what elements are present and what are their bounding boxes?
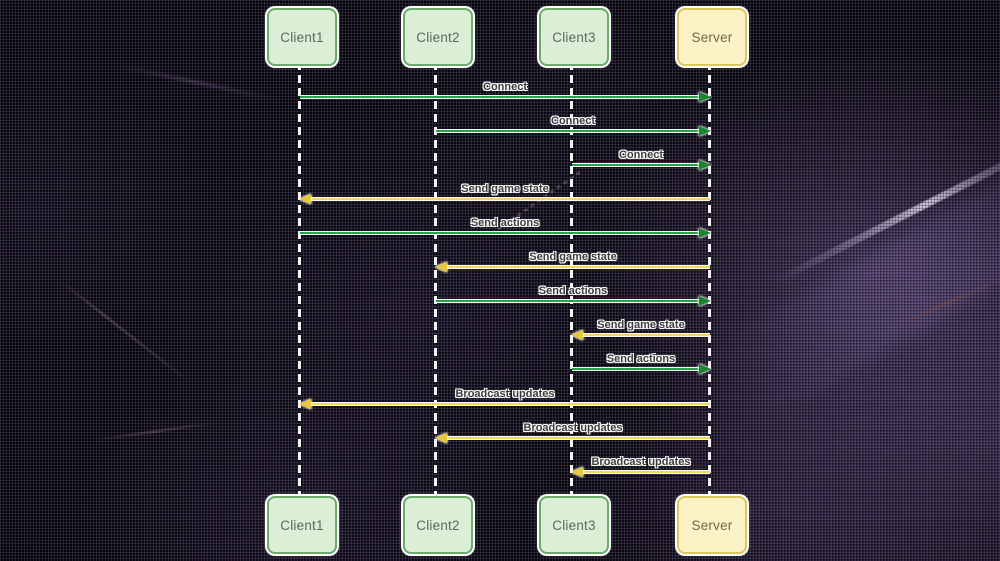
actor-box-server-bottom: Server	[677, 496, 747, 554]
arrow-head-right-icon	[699, 160, 711, 170]
message-send-actions-client1-server: Send actions	[300, 215, 711, 238]
arrow-head-left-icon	[571, 467, 583, 477]
message-send-actions-client3-server: Send actions	[572, 351, 711, 374]
actor-label: Client3	[552, 517, 596, 533]
arrow-head-right-icon	[699, 126, 711, 136]
actor-label: Server	[691, 517, 733, 533]
message-label: Send actions	[538, 285, 608, 297]
arrow-head-right-icon	[699, 228, 711, 238]
arrow-line	[445, 436, 710, 440]
actor-label: Client2	[416, 517, 460, 533]
actor-box-client3-bottom: Client3	[539, 496, 609, 554]
message-connect-client3-server: Connect	[572, 147, 711, 170]
actor-box-client1-top: Client1	[267, 8, 337, 66]
message-label: Broadcast updates	[591, 456, 691, 468]
arrow-line	[309, 197, 710, 201]
message-send-actions-client2-server: Send actions	[436, 283, 711, 306]
message-broadcast-updates-server-client2: Broadcast updates	[435, 420, 710, 443]
actor-label: Client1	[280, 517, 324, 533]
message-send-game-state-server-client2: Send game state	[435, 249, 710, 272]
arrow-line	[581, 470, 710, 474]
message-send-game-state-server-client3: Send game state	[571, 317, 710, 340]
arrow-head-left-icon	[299, 194, 311, 204]
arrow-line	[436, 299, 701, 303]
arrow-line	[572, 367, 701, 371]
lifeline-server	[708, 62, 711, 496]
actor-box-server-top: Server	[677, 8, 747, 66]
message-label: Broadcast updates	[523, 422, 623, 434]
arrow-line	[572, 163, 701, 167]
actor-label: Client3	[552, 29, 596, 45]
lifeline-client2	[434, 62, 437, 496]
lifeline-client1	[298, 62, 301, 496]
message-broadcast-updates-server-client3: Broadcast updates	[571, 454, 710, 477]
arrow-head-left-icon	[299, 399, 311, 409]
message-connect-client2-server: Connect	[436, 113, 711, 136]
message-broadcast-updates-server-client1: Broadcast updates	[299, 386, 710, 409]
arrow-line	[309, 402, 710, 406]
arrow-head-right-icon	[699, 92, 711, 102]
message-label: Send actions	[470, 217, 540, 229]
arrow-head-left-icon	[571, 330, 583, 340]
actor-box-client2-bottom: Client2	[403, 496, 473, 554]
actor-box-client2-top: Client2	[403, 8, 473, 66]
arrow-line	[581, 333, 710, 337]
message-label: Broadcast updates	[455, 388, 555, 400]
message-label: Connect	[619, 149, 663, 161]
arrow-line	[300, 231, 701, 235]
message-connect-client1-server: Connect	[300, 79, 711, 102]
message-label: Send game state	[597, 319, 685, 331]
actor-label: Server	[691, 29, 733, 45]
message-send-game-state-server-client1: Send game state	[299, 181, 710, 204]
arrow-line	[300, 95, 701, 99]
message-label: Send actions	[606, 353, 676, 365]
message-label: Connect	[483, 81, 527, 93]
actor-box-client3-top: Client3	[539, 8, 609, 66]
arrow-head-right-icon	[699, 364, 711, 374]
actor-label: Client1	[280, 29, 324, 45]
actor-label: Client2	[416, 29, 460, 45]
arrow-line	[445, 265, 710, 269]
message-label: Connect	[551, 115, 595, 127]
arrow-head-left-icon	[435, 262, 447, 272]
message-label: Send game state	[529, 251, 617, 263]
message-label: Send game state	[461, 183, 549, 195]
lifeline-client3	[570, 62, 573, 496]
actor-box-client1-bottom: Client1	[267, 496, 337, 554]
arrow-line	[436, 129, 701, 133]
arrow-head-left-icon	[435, 433, 447, 443]
arrow-head-right-icon	[699, 296, 711, 306]
